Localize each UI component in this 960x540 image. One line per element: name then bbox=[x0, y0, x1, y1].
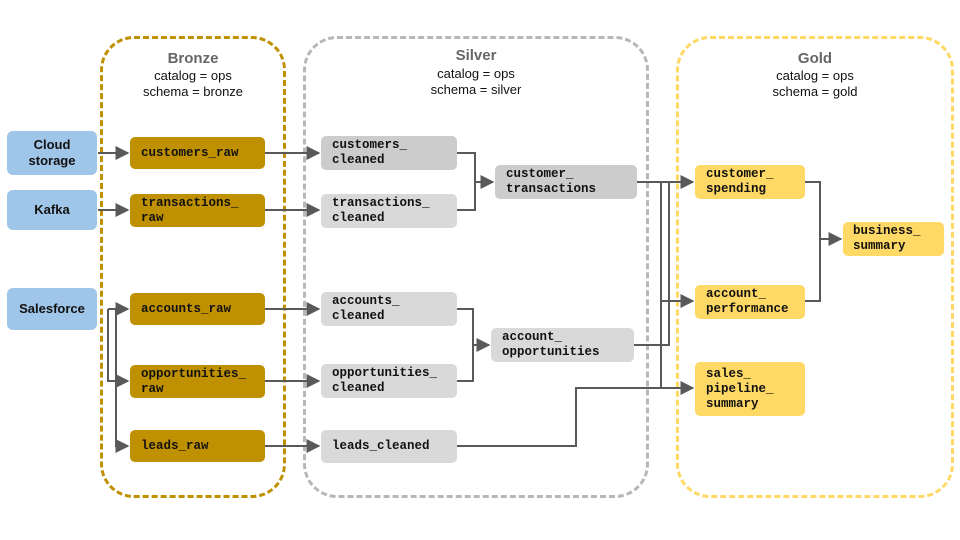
edge-spending-to-business-summary bbox=[805, 181, 843, 246]
bronze-zone bbox=[100, 36, 286, 498]
edge-accounts-cleaned-to-join bbox=[457, 308, 491, 352]
source-cloud-storage: Cloud storage bbox=[7, 131, 97, 175]
source-kafka: Kafka bbox=[7, 190, 97, 230]
node-leads-cleaned: leads_cleaned bbox=[321, 430, 457, 463]
edge-salesforce-to-leads-raw bbox=[115, 309, 130, 453]
node-sales-pipeline-summary: sales_ pipeline_ summary bbox=[695, 362, 805, 416]
gold-schema-label: schema = gold bbox=[772, 84, 858, 99]
node-customers-cleaned: customers_ cleaned bbox=[321, 136, 457, 170]
node-customers-raw: customers_raw bbox=[130, 137, 265, 169]
edge-account-opportunities-to-performance bbox=[634, 182, 670, 346]
edge-transactions-cleaned-to-join bbox=[457, 182, 476, 211]
edge-salesforce-to-opportunities-raw bbox=[107, 309, 130, 388]
edge-opportunities-cleaned-to-join bbox=[457, 345, 474, 382]
edge-leads-cleaned-to-sales-pipeline bbox=[457, 387, 661, 447]
source-salesforce: Salesforce bbox=[7, 288, 97, 330]
node-business-summary: business_ summary bbox=[843, 222, 944, 256]
bronze-schema-label: schema = bronze bbox=[142, 84, 244, 99]
node-accounts-raw: accounts_raw bbox=[130, 293, 265, 325]
bronze-zone-title: Bronze bbox=[167, 50, 219, 67]
silver-zone bbox=[303, 36, 649, 498]
silver-schema-label: schema = silver bbox=[430, 82, 522, 97]
node-account-opportunities: account_ opportunities bbox=[491, 328, 634, 362]
silver-catalog-label: catalog = ops bbox=[437, 66, 515, 81]
node-accounts-cleaned: accounts_ cleaned bbox=[321, 292, 457, 326]
bronze-catalog-label: catalog = ops bbox=[154, 68, 232, 83]
node-transactions-cleaned: transactions_ cleaned bbox=[321, 194, 457, 228]
node-opportunities-cleaned: opportunities_ cleaned bbox=[321, 364, 457, 398]
node-customer-spending: customer_ spending bbox=[695, 165, 805, 199]
gold-catalog-label: catalog = ops bbox=[776, 68, 854, 83]
node-transactions-raw: transactions_ raw bbox=[130, 194, 265, 227]
silver-zone-title: Silver bbox=[455, 47, 497, 64]
gold-zone-title: Gold bbox=[797, 50, 833, 67]
node-leads-raw: leads_raw bbox=[130, 430, 265, 462]
gold-zone bbox=[676, 36, 954, 498]
node-customer-transactions: customer_ transactions bbox=[495, 165, 637, 199]
edge-performance-to-business-summary bbox=[805, 239, 821, 302]
node-account-performance: account_ performance bbox=[695, 285, 805, 319]
edge-customers-cleaned-to-join bbox=[457, 152, 495, 189]
node-opportunities-raw: opportunities_ raw bbox=[130, 365, 265, 398]
edge-customer-transactions-bus bbox=[637, 181, 662, 388]
